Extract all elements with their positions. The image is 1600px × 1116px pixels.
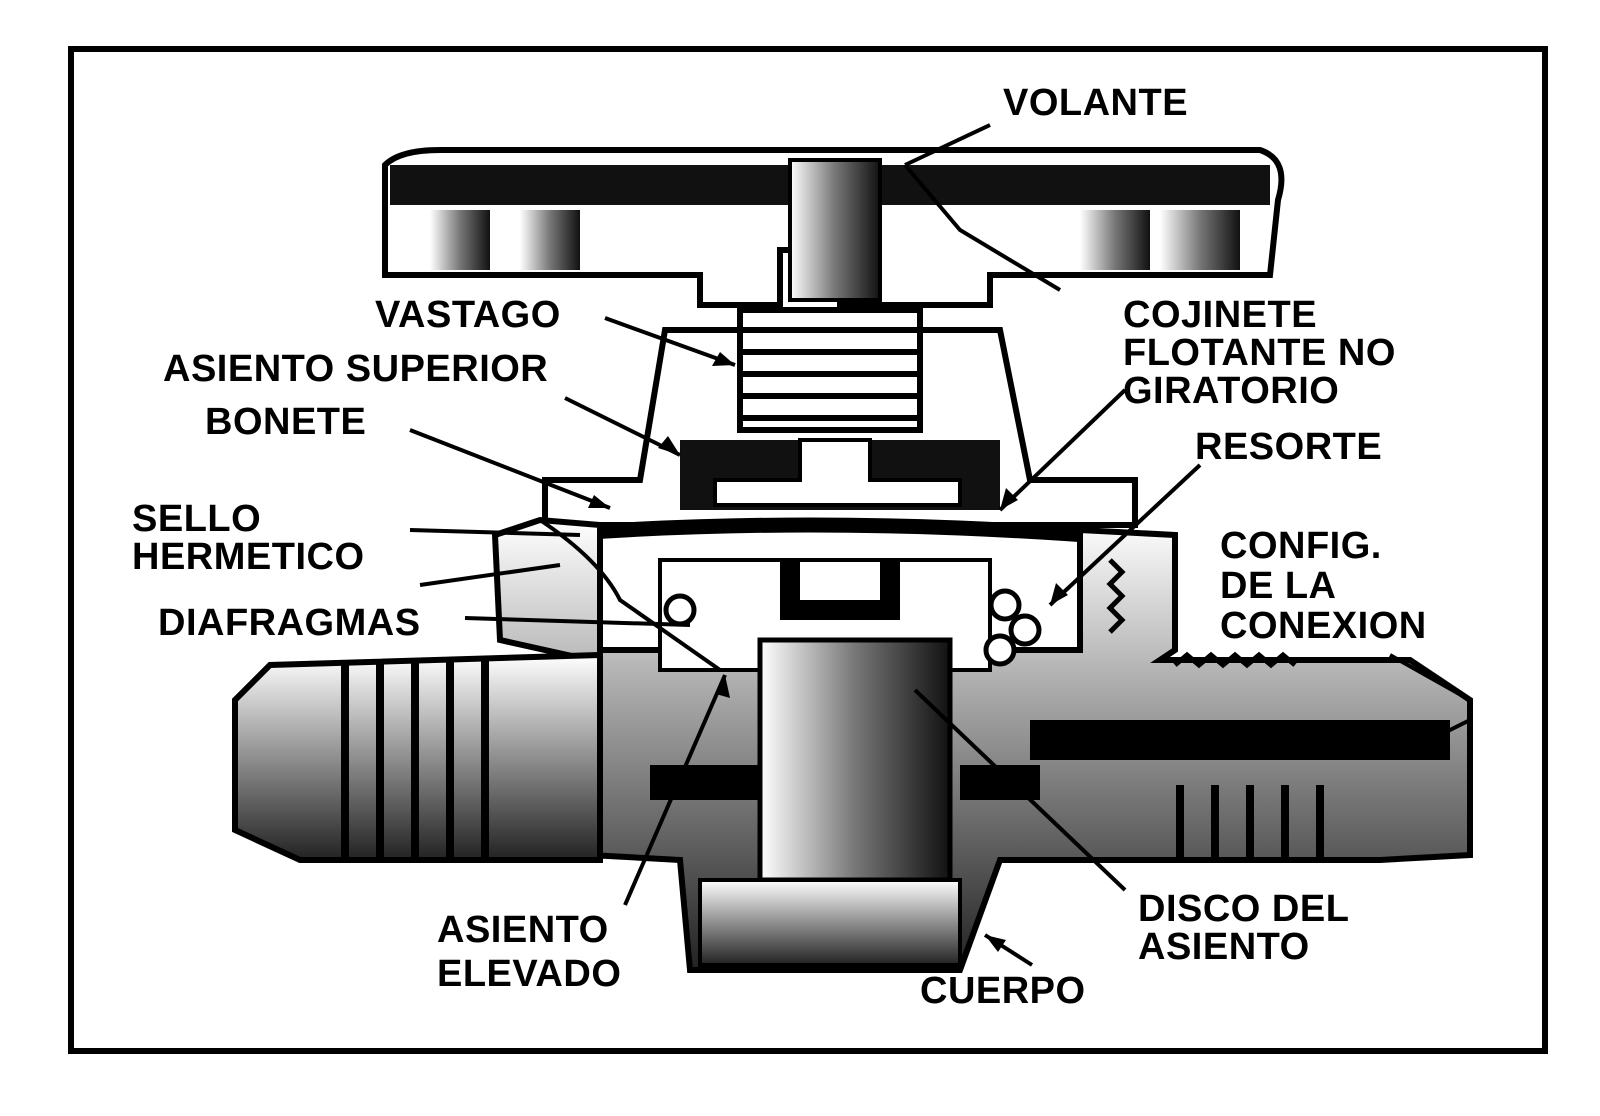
label-diafragmas: DIAFRAGMAS [158,604,421,642]
label-config-line-2: DE LA [1220,565,1337,607]
label-vastago-line: VASTAGO [375,294,561,336]
label-disco-line-2: ASIENTO [1138,926,1310,968]
label-sello-line-2: HERMETICO [132,536,365,578]
label-elevado-line-2: ELEVADO [437,953,622,995]
label-cojinete-line-3: GIRATORIO [1123,370,1340,412]
handwheel-shape [382,147,1285,308]
label-cojinete: COJINETE FLOTANTE NO GIRATORIO [1123,296,1396,410]
label-sello-line-1: SELLO [132,498,262,540]
label-resorte: RESORTE [1195,428,1382,466]
label-disco-line-1: DISCO DEL [1138,888,1350,930]
label-cojinete-line-2: FLOTANTE NO [1123,332,1396,374]
label-bonete-line: BONETE [205,401,367,443]
stem-threads [737,307,923,433]
arrowheads [588,352,1068,952]
label-diafragmas-line: DIAFRAGMAS [158,602,421,644]
spring-shape [663,558,1126,667]
label-disco-asiento: DISCO DEL ASIENTO [1138,890,1349,966]
label-cuerpo: CUERPO [920,972,1086,1010]
body-shape [491,516,1473,973]
label-asiento-elevado: ASIENTO ELEVADO [437,908,621,996]
label-sello-hermetico: SELLO HERMETICO [132,500,365,576]
left-fitting [232,651,603,863]
label-bonete: BONETE [205,403,366,441]
label-cojinete-line-1: COJINETE [1123,294,1318,336]
label-volante: VOLANTE [1003,84,1188,122]
label-cuerpo-line: CUERPO [920,970,1086,1012]
label-config-line-1: CONFIG. [1220,525,1382,567]
label-config-line-3: CONEXION [1220,605,1427,647]
leader-lines [409,123,1471,967]
label-volante-line: VOLANTE [1003,82,1189,124]
right-fitting-threads [1173,651,1324,860]
label-asiento-superior: ASIENTO SUPERIOR [163,350,548,388]
label-resorte-line: RESORTE [1195,426,1383,468]
label-elevado-line-1: ASIENTO [437,909,609,951]
label-vastago: VASTAGO [375,296,561,334]
label-asiento-superior-line: ASIENTO SUPERIOR [163,348,549,390]
label-config-conexion: CONFIG. DE LA CONEXION [1220,526,1427,646]
diaphragm-shape [520,517,1120,545]
